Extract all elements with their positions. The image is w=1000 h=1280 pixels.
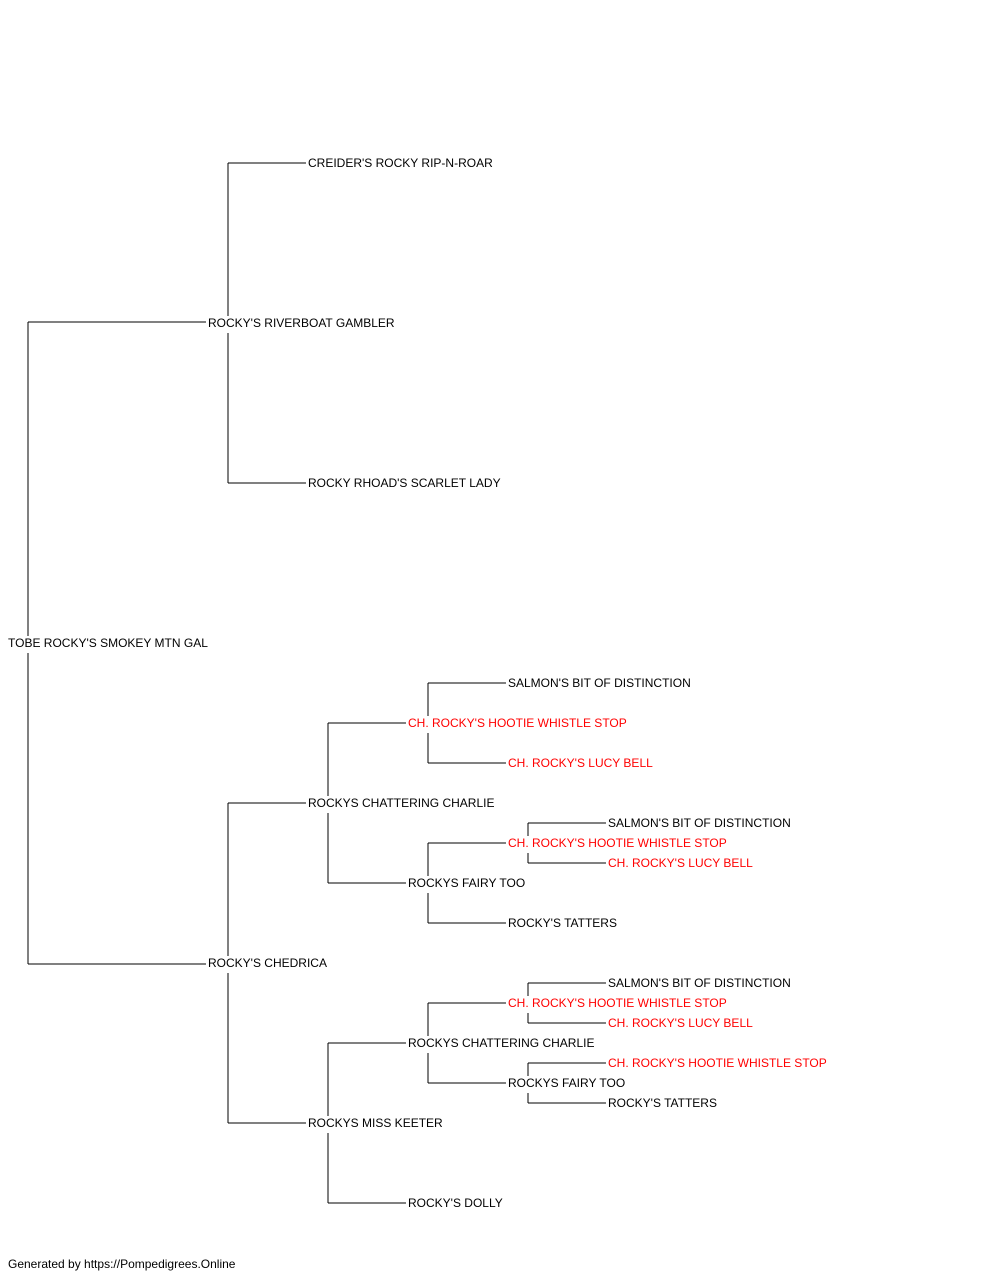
pedigree-dog-name[interactable]: ROCKYS FAIRY TOO	[508, 1076, 628, 1090]
pedigree-dog-name[interactable]: SALMON'S BIT OF DISTINCTION	[508, 676, 693, 690]
pedigree-champion-name[interactable]: CH. ROCKY'S HOOTIE WHISTLE STOP	[508, 996, 729, 1010]
pedigree-dog-name[interactable]: CREIDER'S ROCKY RIP-N-ROAR	[308, 156, 495, 170]
footer-credit: Generated by https://Pompedigrees.Online	[8, 1257, 236, 1271]
pedigree-champion-name[interactable]: CH. ROCKY'S HOOTIE WHISTLE STOP	[608, 1056, 829, 1070]
pedigree-dog-name[interactable]: TOBE ROCKY'S SMOKEY MTN GAL	[8, 636, 210, 650]
pedigree-dog-name[interactable]: ROCKY'S TATTERS	[508, 916, 619, 930]
pedigree-dog-name[interactable]: ROCKY'S RIVERBOAT GAMBLER	[208, 316, 397, 330]
pedigree-champion-name[interactable]: CH. ROCKY'S LUCY BELL	[608, 856, 755, 870]
pedigree-dog-name[interactable]: ROCKYS CHATTERING CHARLIE	[408, 1036, 597, 1050]
pedigree-dog-name[interactable]: ROCKYS MISS KEETER	[308, 1116, 445, 1130]
pedigree-dog-name[interactable]: ROCKY'S TATTERS	[608, 1096, 719, 1110]
pedigree-champion-name[interactable]: CH. ROCKY'S LUCY BELL	[608, 1016, 755, 1030]
pedigree-dog-name[interactable]: ROCKY RHOAD'S SCARLET LADY	[308, 476, 503, 490]
pedigree-champion-name[interactable]: CH. ROCKY'S HOOTIE WHISTLE STOP	[408, 716, 629, 730]
pedigree-dog-name[interactable]: SALMON'S BIT OF DISTINCTION	[608, 816, 793, 830]
pedigree-dog-name[interactable]: SALMON'S BIT OF DISTINCTION	[608, 976, 793, 990]
pedigree-dog-name[interactable]: ROCKYS CHATTERING CHARLIE	[308, 796, 497, 810]
pedigree-dog-name[interactable]: ROCKYS FAIRY TOO	[408, 876, 528, 890]
pedigree-dog-name[interactable]: ROCKY'S CHEDRICA	[208, 956, 329, 970]
pedigree-champion-name[interactable]: CH. ROCKY'S HOOTIE WHISTLE STOP	[508, 836, 729, 850]
pedigree-champion-name[interactable]: CH. ROCKY'S LUCY BELL	[508, 756, 655, 770]
pedigree-dog-name[interactable]: ROCKY'S DOLLY	[408, 1196, 505, 1210]
